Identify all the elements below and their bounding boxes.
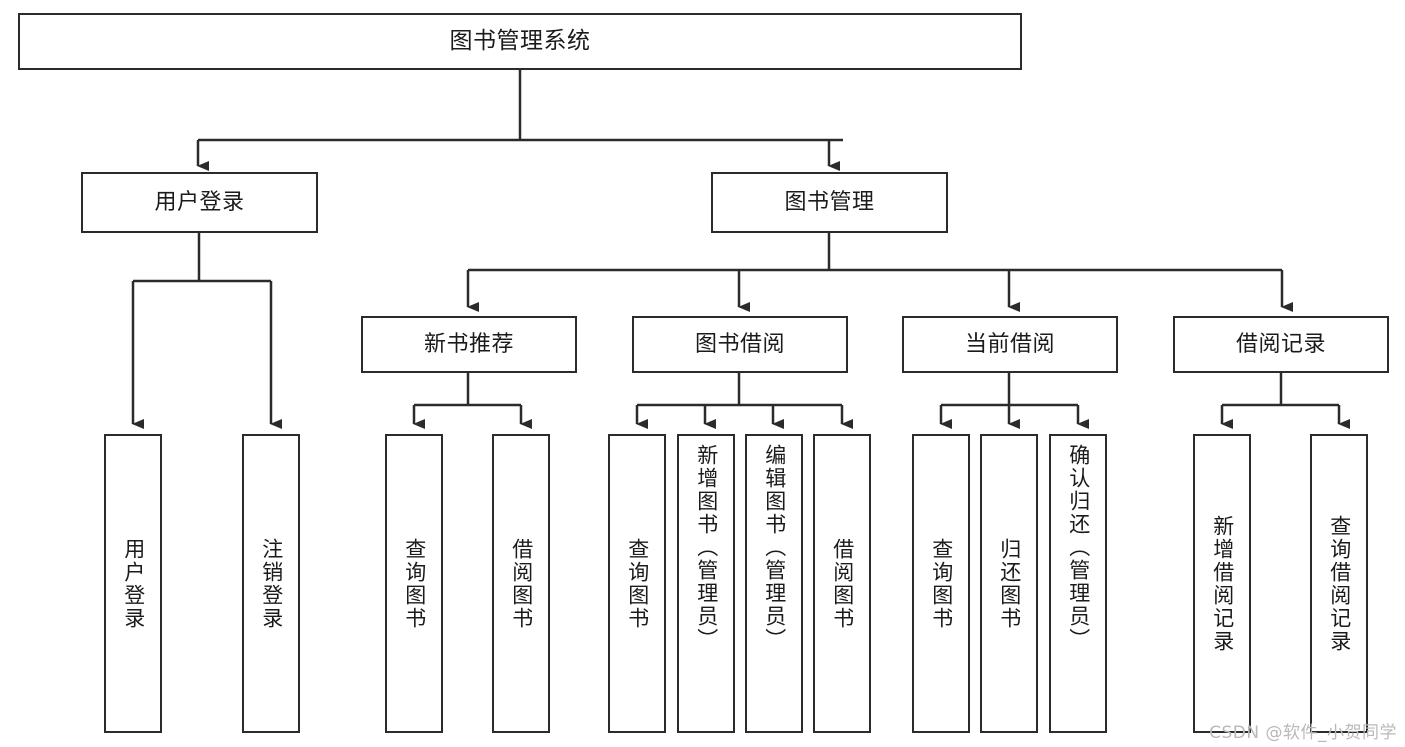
node-leaf-user-logout-label: 注销登录 xyxy=(259,537,284,630)
node-leaf-add-record-label: 新增借阅记录 xyxy=(1210,514,1235,653)
node-leaf-borrow-book-1-label: 借阅图书 xyxy=(509,537,534,630)
node-leaf-user-logout[interactable]: 注销登录 xyxy=(242,434,300,733)
node-current-borrow[interactable]: 当前借阅 xyxy=(902,316,1118,373)
node-current-borrow-label: 当前借阅 xyxy=(964,331,1055,357)
node-leaf-confirm-return[interactable]: 确认归还（管理员） xyxy=(1049,434,1107,733)
node-leaf-return-book[interactable]: 归还图书 xyxy=(980,434,1038,733)
node-leaf-borrow-book-2[interactable]: 借阅图书 xyxy=(813,434,871,733)
node-user-login[interactable]: 用户登录 xyxy=(81,172,318,233)
node-leaf-edit-book-label: 编辑图书（管理员） xyxy=(762,444,787,651)
node-root-label: 图书管理系统 xyxy=(449,27,591,54)
node-leaf-user-login-label: 用户登录 xyxy=(121,537,146,630)
node-book-borrow[interactable]: 图书借阅 xyxy=(632,316,848,373)
node-leaf-query-record[interactable]: 查询借阅记录 xyxy=(1310,434,1368,733)
node-borrow-record-label: 借阅记录 xyxy=(1235,331,1326,357)
node-leaf-add-book-label: 新增图书（管理员） xyxy=(694,444,719,651)
node-book-manage-label: 图书管理 xyxy=(784,189,875,215)
node-leaf-query-book-1-label: 查询图书 xyxy=(402,537,427,630)
node-new-book-rec[interactable]: 新书推荐 xyxy=(361,316,577,373)
watermark-text: CSDN @软件_小贺同学 xyxy=(1209,723,1397,743)
node-leaf-query-record-label: 查询借阅记录 xyxy=(1327,514,1352,653)
node-book-manage[interactable]: 图书管理 xyxy=(711,172,948,233)
node-leaf-query-book-2-label: 查询图书 xyxy=(625,537,650,630)
node-leaf-query-book-3[interactable]: 查询图书 xyxy=(912,434,970,733)
node-borrow-record[interactable]: 借阅记录 xyxy=(1173,316,1389,373)
node-new-book-rec-label: 新书推荐 xyxy=(423,331,514,357)
node-book-borrow-label: 图书借阅 xyxy=(694,331,785,357)
node-leaf-borrow-book-1[interactable]: 借阅图书 xyxy=(492,434,550,733)
node-leaf-query-book-2[interactable]: 查询图书 xyxy=(608,434,666,733)
node-leaf-confirm-return-label: 确认归还（管理员） xyxy=(1066,444,1091,651)
node-leaf-query-book-1[interactable]: 查询图书 xyxy=(385,434,443,733)
node-leaf-add-book[interactable]: 新增图书（管理员） xyxy=(677,434,735,733)
node-user-login-label: 用户登录 xyxy=(154,189,245,215)
node-leaf-return-book-label: 归还图书 xyxy=(997,537,1022,630)
node-leaf-user-login[interactable]: 用户登录 xyxy=(104,434,162,733)
node-root[interactable]: 图书管理系统 xyxy=(18,13,1022,70)
node-leaf-edit-book[interactable]: 编辑图书（管理员） xyxy=(745,434,803,733)
node-leaf-add-record[interactable]: 新增借阅记录 xyxy=(1193,434,1251,733)
node-leaf-borrow-book-2-label: 借阅图书 xyxy=(830,537,855,630)
node-leaf-query-book-3-label: 查询图书 xyxy=(929,537,954,630)
